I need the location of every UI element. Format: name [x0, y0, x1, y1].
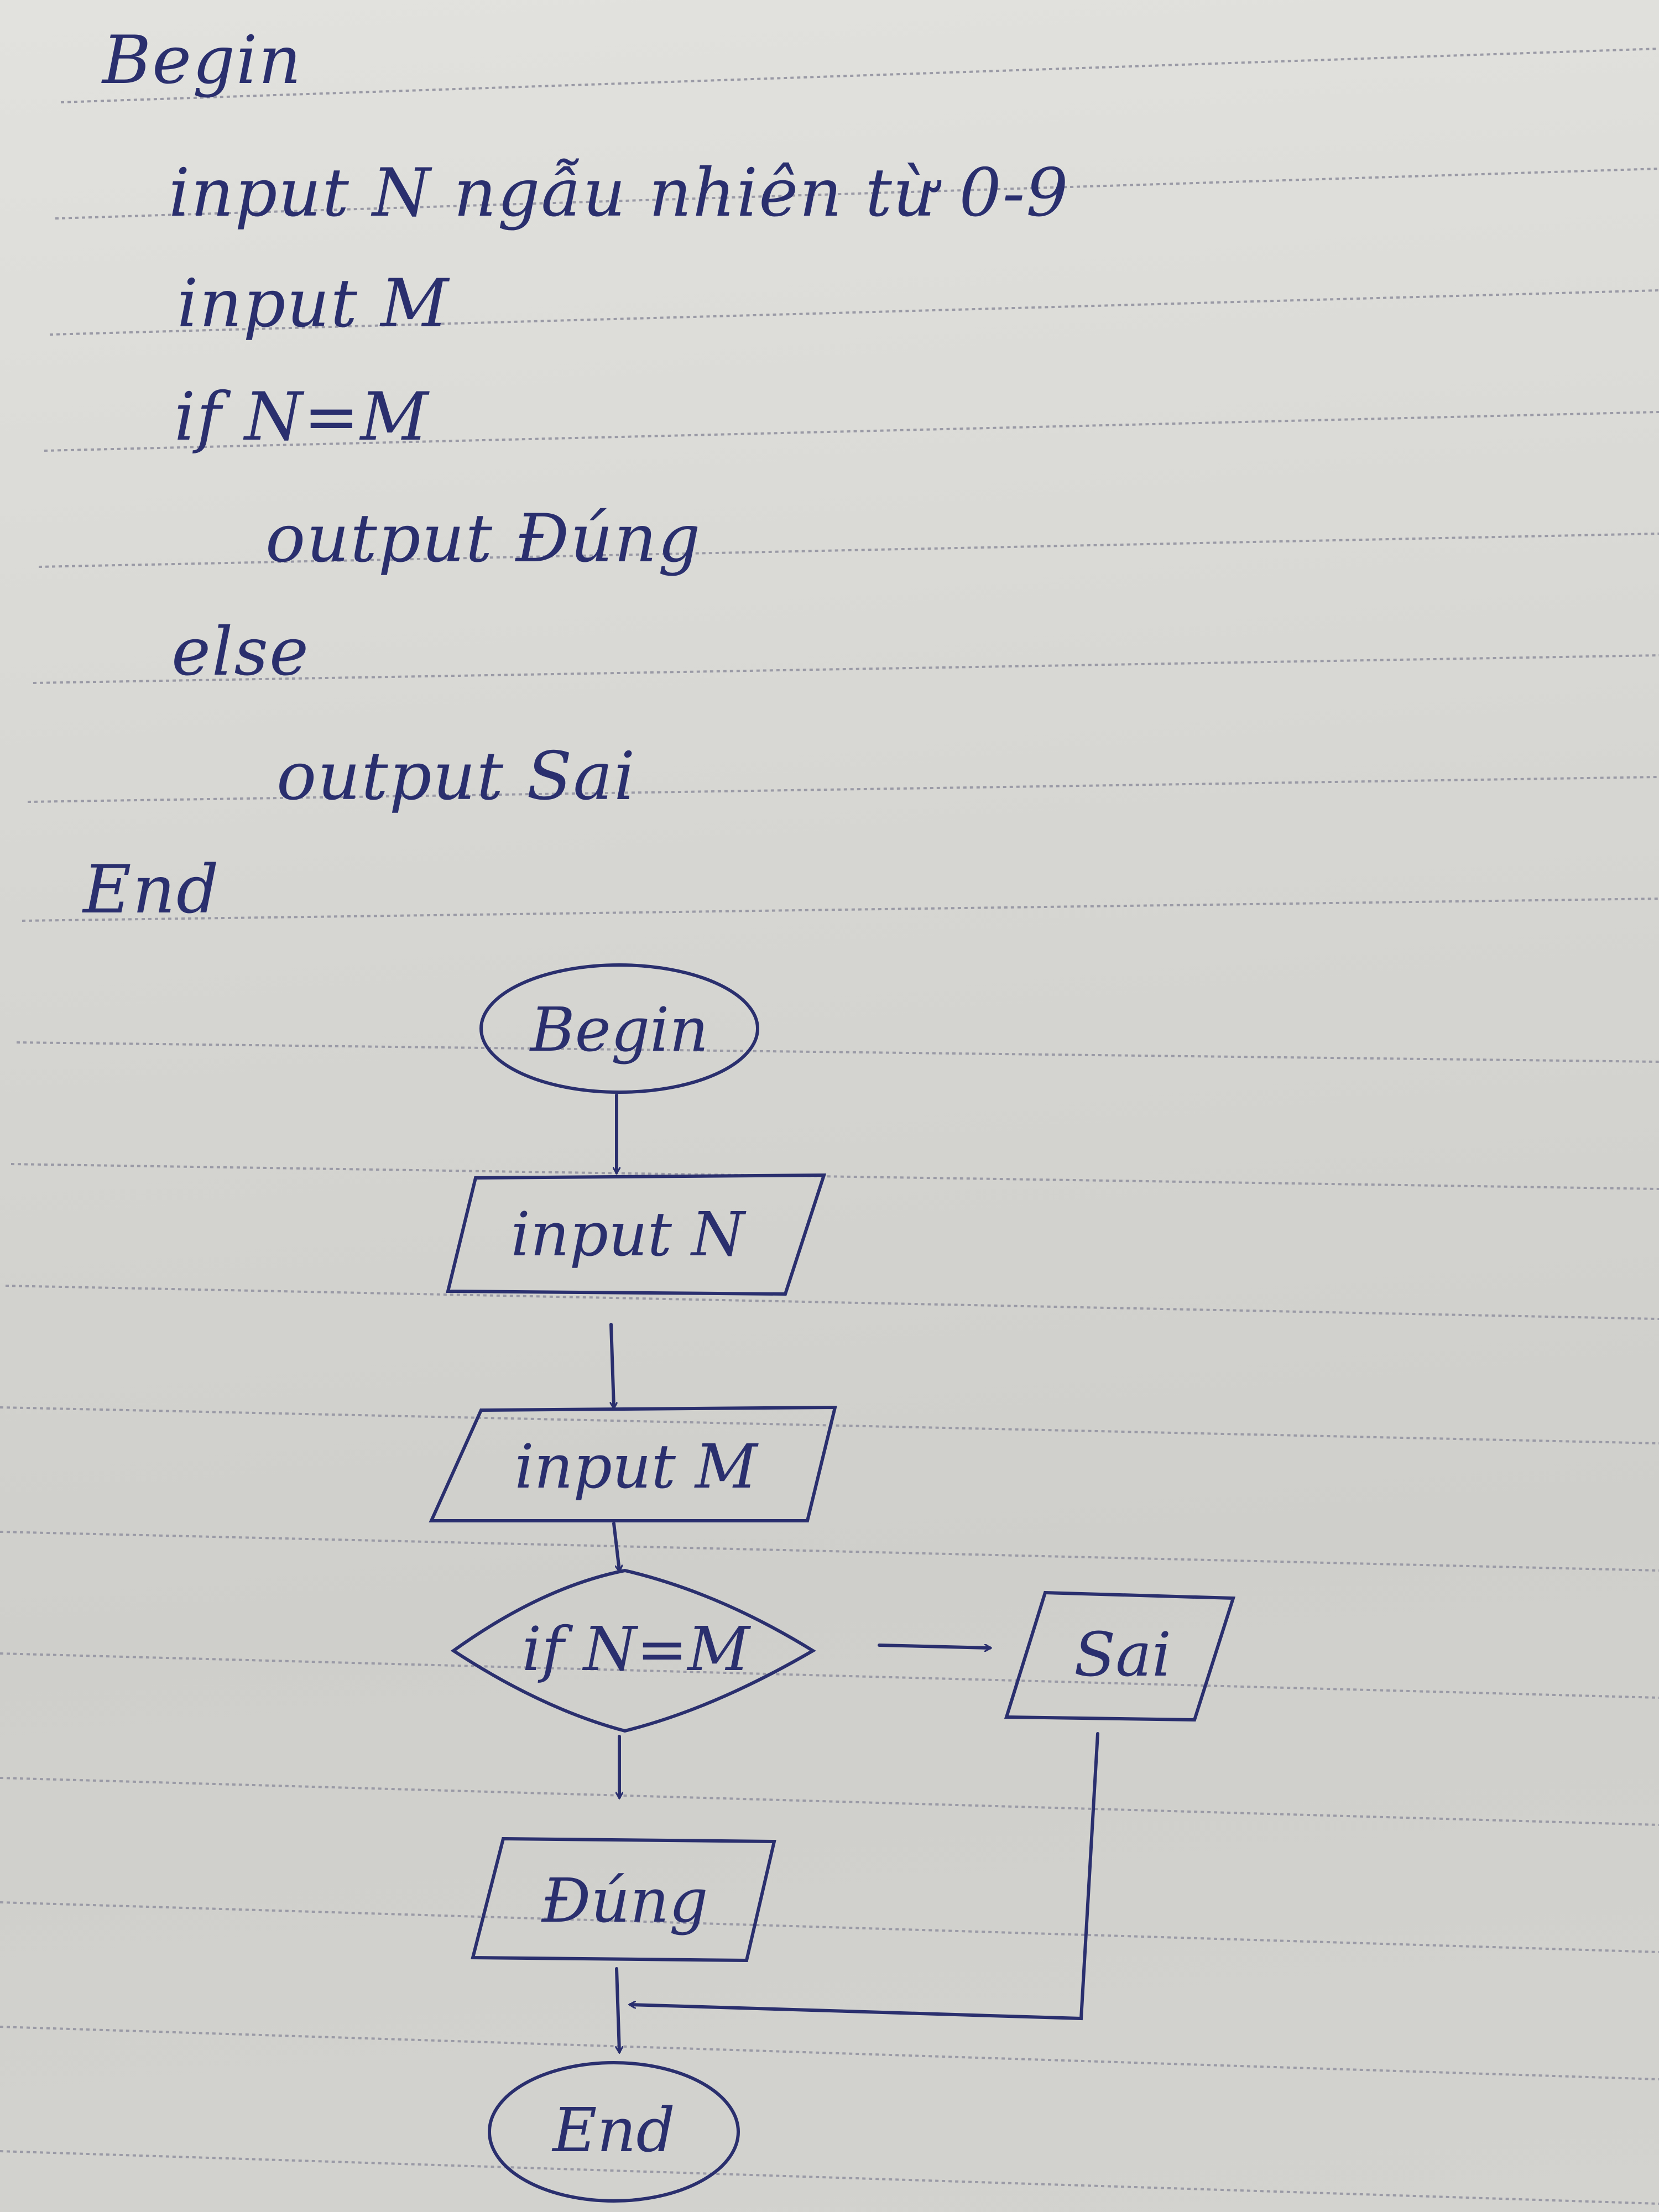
pseudocode-input-n: input N ngẫu nhiên từ 0-9: [169, 155, 1070, 232]
ruled-line: [0, 1531, 1659, 1572]
arrow-decision-to-sai: [878, 1644, 990, 1648]
ruled-line: [0, 1652, 1659, 1699]
ruled-line: [11, 1163, 1659, 1190]
begin-label: Begin: [529, 994, 708, 1065]
sai-shape: [1004, 1590, 1236, 1722]
pseudocode-input-m: input M: [177, 265, 450, 342]
decision-label: if N=M: [522, 1614, 751, 1684]
begin-terminal: [479, 963, 759, 1094]
pseudocode-begin: Begin: [102, 22, 302, 99]
ruled-line: [0, 1777, 1659, 1826]
pseudocode-output-false: output Sai: [276, 738, 637, 815]
end-terminal: [488, 2061, 740, 2203]
end-label: End: [551, 2095, 675, 2166]
ruled-line: [0, 2150, 1659, 2205]
pseudocode-else: else: [171, 614, 310, 691]
ruled-line: [33, 654, 1659, 684]
arrow-input-m-to-decision: [612, 1522, 619, 1571]
ruled-line: [55, 168, 1659, 220]
sai-label: Sai: [1074, 1619, 1171, 1690]
ruled-line: [38, 533, 1659, 568]
dung-label: Đúng: [541, 1865, 708, 1936]
ruled-line: [60, 48, 1659, 103]
ruled-line: [0, 1901, 1659, 1953]
ruled-line: [22, 898, 1659, 922]
input-n-label: input N: [511, 1199, 747, 1270]
ruled-line: [49, 289, 1659, 336]
decision-shape: [450, 1568, 816, 1733]
input-m-shape: [429, 1405, 837, 1522]
input-n-shape: [446, 1173, 827, 1296]
ruled-line: [16, 1041, 1659, 1063]
ruled-line: [0, 2026, 1659, 2080]
pseudocode-end: End: [83, 852, 220, 928]
pseudocode-if: if N=M: [174, 379, 430, 456]
dung-shape: [471, 1837, 776, 1963]
arrow-dung-to-end: [615, 1967, 619, 2052]
arrow-input-n-to-input-m: [609, 1323, 614, 1407]
input-m-label: input M: [514, 1431, 758, 1502]
pseudocode-output-true: output Đúng: [265, 500, 702, 577]
arrow-sai-to-end: [630, 1732, 1099, 2021]
